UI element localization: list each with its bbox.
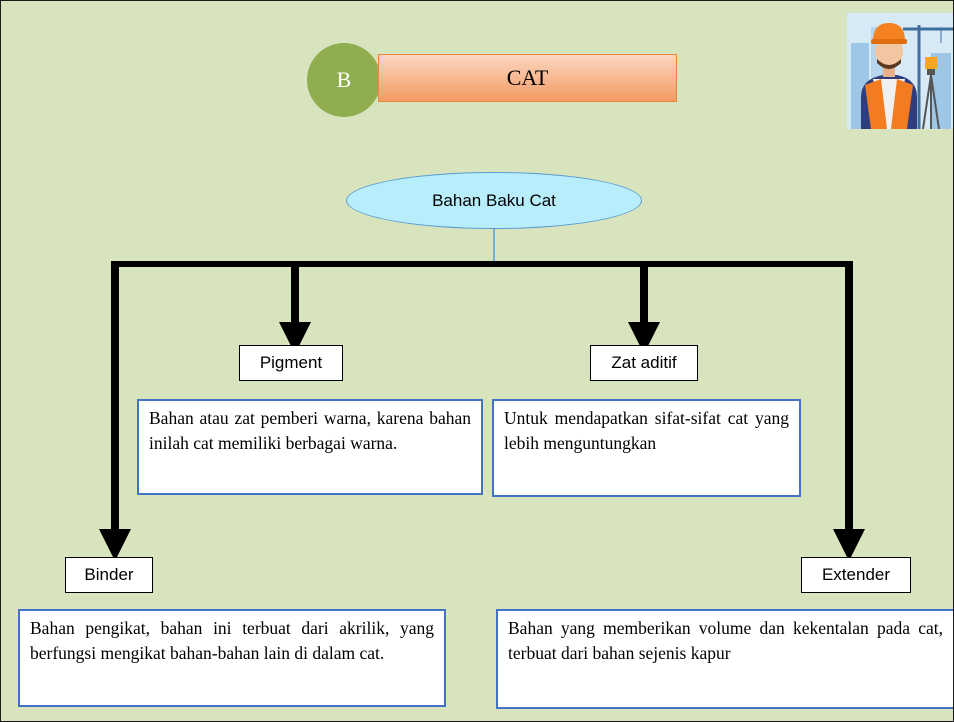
title-box: CAT <box>378 54 677 102</box>
construction-worker-icon <box>847 13 953 130</box>
section-badge: B <box>307 43 381 117</box>
pigment-description: Bahan atau zat pemberi warna, karena bah… <box>137 399 483 495</box>
zat-aditif-description: Untuk mendapatkan sifat-sifat cat yang l… <box>492 399 801 497</box>
binder-description: Bahan pengikat, bahan ini terbuat dari a… <box>18 609 446 707</box>
binder-label: Binder <box>65 557 153 593</box>
pigment-label: Pigment <box>239 345 343 381</box>
root-node-bahan-baku-cat: Bahan Baku Cat <box>346 172 642 229</box>
zat-aditif-label: Zat aditif <box>590 345 698 381</box>
extender-description: Bahan yang memberikan volume dan kekenta… <box>496 609 953 709</box>
extender-label: Extender <box>801 557 911 593</box>
